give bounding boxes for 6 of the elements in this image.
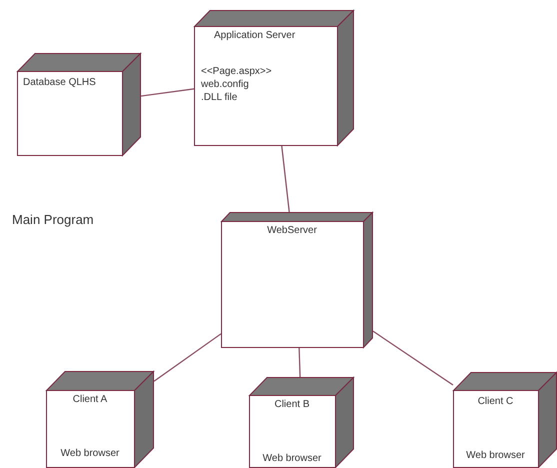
connector-line xyxy=(154,333,222,382)
connector-line xyxy=(140,88,194,97)
diagram-label: Main Program xyxy=(12,212,94,227)
connector-line xyxy=(298,348,301,378)
connector-line xyxy=(281,146,290,212)
connector-line xyxy=(372,330,454,386)
